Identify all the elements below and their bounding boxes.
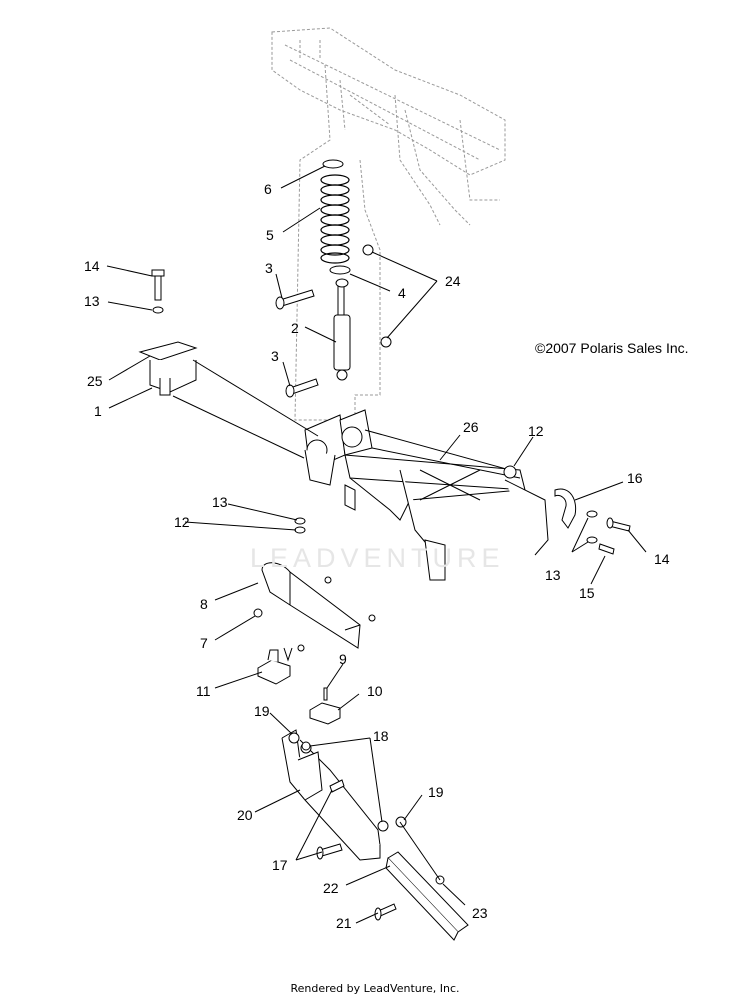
bracket-25 xyxy=(138,341,198,396)
nut-24-lower xyxy=(380,336,392,348)
callout-22: 22 xyxy=(323,880,339,896)
bolt-3-lower xyxy=(285,378,319,398)
bolt-17-upper xyxy=(329,779,345,793)
lower-arm-20 xyxy=(281,729,381,861)
bracket-10 xyxy=(309,702,341,725)
callout-14-left: 14 xyxy=(84,258,100,274)
chain-guard-8 xyxy=(261,562,361,649)
callout-10: 10 xyxy=(367,683,383,699)
bolt-15 xyxy=(598,543,615,555)
washer-18-lower xyxy=(377,820,389,832)
screw-7 xyxy=(253,608,263,618)
callout-24: 24 xyxy=(445,273,461,289)
callout-26: 26 xyxy=(463,419,479,435)
callout-19-upper: 19 xyxy=(254,703,270,719)
callout-9: 9 xyxy=(339,651,347,667)
nut-19-upper xyxy=(288,732,300,744)
callout-labels: 6 5 3 4 24 2 3 14 13 25 1 26 12 16 13 12… xyxy=(84,181,670,931)
callout-12-mid: 12 xyxy=(174,514,190,530)
bolt-17-lower xyxy=(316,843,343,860)
nut-19-lower xyxy=(395,816,407,828)
callout-8: 8 xyxy=(200,596,208,612)
callout-3-upper: 3 xyxy=(265,260,273,276)
screw-upper xyxy=(324,576,332,584)
callout-23: 23 xyxy=(472,905,488,921)
callout-5: 5 xyxy=(266,227,274,243)
swingarm-frame xyxy=(304,409,549,581)
callout-13-left: 13 xyxy=(84,293,100,309)
screw-mid xyxy=(297,644,305,652)
callout-3-lower: 3 xyxy=(271,348,279,364)
washer-13-left xyxy=(152,306,164,314)
screw-right xyxy=(368,614,376,622)
nut-24-upper xyxy=(362,244,374,256)
watermark: LEADVENTURE xyxy=(250,543,505,573)
callout-7: 7 xyxy=(200,635,208,651)
callout-21: 21 xyxy=(336,915,352,931)
callout-20: 20 xyxy=(237,807,253,823)
callout-11: 11 xyxy=(196,683,211,699)
callout-15: 15 xyxy=(579,585,595,601)
bolt-14-right xyxy=(606,517,631,532)
shock-absorber xyxy=(333,278,351,381)
callout-4: 4 xyxy=(398,285,406,301)
callout-13-right: 13 xyxy=(545,567,561,583)
spring xyxy=(320,159,351,275)
callout-17: 17 xyxy=(272,857,288,873)
callout-16: 16 xyxy=(627,470,643,486)
pin-9 xyxy=(323,687,328,701)
clamp-16 xyxy=(554,488,577,529)
callout-25: 25 xyxy=(87,373,103,389)
callout-19-lower: 19 xyxy=(428,784,444,800)
washer-18-upper xyxy=(301,741,311,751)
callout-14-right: 14 xyxy=(654,551,670,567)
washer-13-right-a xyxy=(586,510,598,518)
callout-13-mid: 13 xyxy=(212,494,228,510)
nut-12-mid xyxy=(294,526,306,534)
footer-credit: Rendered by LeadVenture, Inc. xyxy=(290,982,459,995)
rail-22 xyxy=(385,851,469,941)
copyright-notice: ©2007 Polaris Sales Inc. xyxy=(535,340,689,356)
clip-small xyxy=(283,647,293,662)
bolt-3-upper xyxy=(275,289,315,310)
washer-13-mid xyxy=(294,517,306,525)
callout-18: 18 xyxy=(373,728,389,744)
callout-12-right: 12 xyxy=(528,423,544,439)
vehicle-frame-ghost xyxy=(271,27,506,226)
bolt-21 xyxy=(374,903,397,921)
callout-1: 1 xyxy=(94,403,102,419)
callout-2: 2 xyxy=(291,320,299,336)
bolt-14-left xyxy=(151,269,165,301)
callout-6: 6 xyxy=(264,181,272,197)
washer-13-right-b xyxy=(586,536,598,544)
leader-lines xyxy=(106,165,647,924)
nut-12-right xyxy=(503,465,517,479)
bracket-11 xyxy=(257,649,291,685)
